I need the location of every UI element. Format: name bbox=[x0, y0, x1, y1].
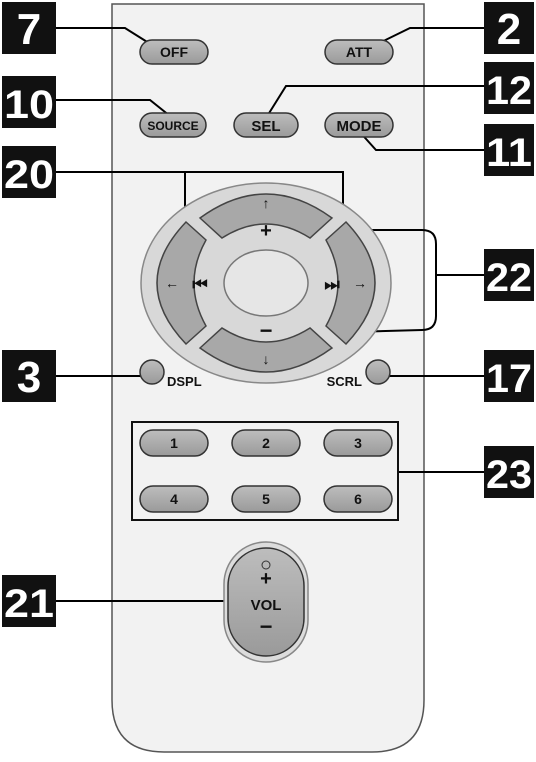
callout-12-text: 12 bbox=[486, 69, 532, 113]
dpad-right-segment[interactable] bbox=[325, 220, 376, 346]
vol-minus-label: − bbox=[260, 614, 273, 639]
number-button-1[interactable]: 1 bbox=[139, 429, 209, 457]
callout-21-text: 21 bbox=[4, 582, 54, 626]
callout-10: 10 bbox=[2, 76, 56, 128]
vol-rocker[interactable] bbox=[227, 547, 305, 657]
next-track-icon: ⏭ bbox=[324, 275, 340, 294]
dpad-left-segment[interactable] bbox=[156, 220, 207, 346]
off-label: OFF bbox=[160, 44, 188, 60]
prev-track-icon: ⏮ bbox=[192, 275, 207, 294]
callout-10-text: 10 bbox=[4, 83, 54, 127]
callout-7: 7 bbox=[2, 2, 56, 54]
plus-icon: + bbox=[260, 220, 272, 242]
callout-11-text: 11 bbox=[486, 131, 532, 175]
number-button-3[interactable]: 3 bbox=[323, 429, 393, 457]
callout-22-text: 22 bbox=[486, 256, 532, 300]
sel-label: SEL bbox=[251, 118, 280, 135]
number-button-2[interactable]: 2 bbox=[231, 429, 301, 457]
number-button-4[interactable]: 4 bbox=[139, 485, 209, 513]
leader-12 bbox=[265, 85, 484, 119]
number-buttons-frame bbox=[131, 421, 399, 521]
callout-3: 3 bbox=[2, 350, 56, 402]
number-label-4: 4 bbox=[170, 491, 178, 507]
number-label-1: 1 bbox=[170, 435, 178, 451]
source-label: SOURCE bbox=[147, 119, 198, 133]
number-button-5[interactable]: 5 bbox=[231, 485, 301, 513]
callout-22: 22 bbox=[484, 249, 534, 301]
off-button[interactable]: OFF bbox=[139, 39, 209, 65]
mode-button[interactable]: MODE bbox=[324, 112, 394, 138]
number-button-6[interactable]: 6 bbox=[323, 485, 393, 513]
down-arrow-icon: ↓ bbox=[263, 351, 270, 367]
callout-20: 20 bbox=[2, 146, 56, 198]
vol-label: VOL bbox=[251, 597, 282, 614]
callout-2-text: 2 bbox=[497, 5, 521, 54]
att-button[interactable]: ATT bbox=[324, 39, 394, 65]
callout-12: 12 bbox=[484, 62, 534, 114]
dpad-down-segment[interactable] bbox=[198, 327, 334, 373]
callout-2: 2 bbox=[484, 2, 534, 54]
dspl-label: DSPL bbox=[167, 374, 202, 389]
scrl-label: SCRL bbox=[327, 374, 362, 389]
callout-23-text: 23 bbox=[486, 453, 532, 497]
dpad-up-segment[interactable] bbox=[198, 193, 334, 239]
number-label-6: 6 bbox=[354, 491, 362, 507]
minus-icon: − bbox=[260, 318, 273, 343]
callout-11: 11 bbox=[484, 124, 534, 176]
number-label-3: 3 bbox=[354, 435, 362, 451]
sel-button[interactable]: SEL bbox=[233, 112, 299, 138]
callout-3-text: 3 bbox=[17, 353, 41, 402]
right-arrow-icon: → bbox=[353, 275, 367, 291]
number-label-2: 2 bbox=[262, 435, 270, 451]
callout-20-text: 20 bbox=[4, 153, 54, 197]
vol-dot-icon bbox=[261, 560, 271, 570]
left-arrow-icon: ← bbox=[165, 275, 179, 291]
dspl-button[interactable] bbox=[139, 359, 165, 385]
callout-17-text: 17 bbox=[486, 357, 532, 401]
dpad-center-button[interactable] bbox=[223, 249, 309, 317]
callout-7-text: 7 bbox=[17, 5, 41, 54]
dpad: ↑ + − ↓ ← → ⏮ ⏭ bbox=[140, 182, 392, 384]
leader-22 bbox=[313, 229, 484, 276]
leader-22b bbox=[315, 275, 437, 334]
source-button[interactable]: SOURCE bbox=[139, 112, 207, 138]
att-label: ATT bbox=[346, 44, 373, 60]
up-arrow-icon: ↑ bbox=[263, 195, 270, 211]
scrl-button[interactable] bbox=[365, 359, 391, 385]
number-label-5: 5 bbox=[262, 491, 270, 507]
callout-21: 21 bbox=[2, 575, 56, 627]
vol-plus-label: + bbox=[260, 568, 272, 590]
callout-23: 23 bbox=[484, 446, 534, 498]
mode-label: MODE bbox=[337, 118, 382, 135]
leader-20b bbox=[185, 171, 344, 217]
callout-17: 17 bbox=[484, 350, 534, 402]
